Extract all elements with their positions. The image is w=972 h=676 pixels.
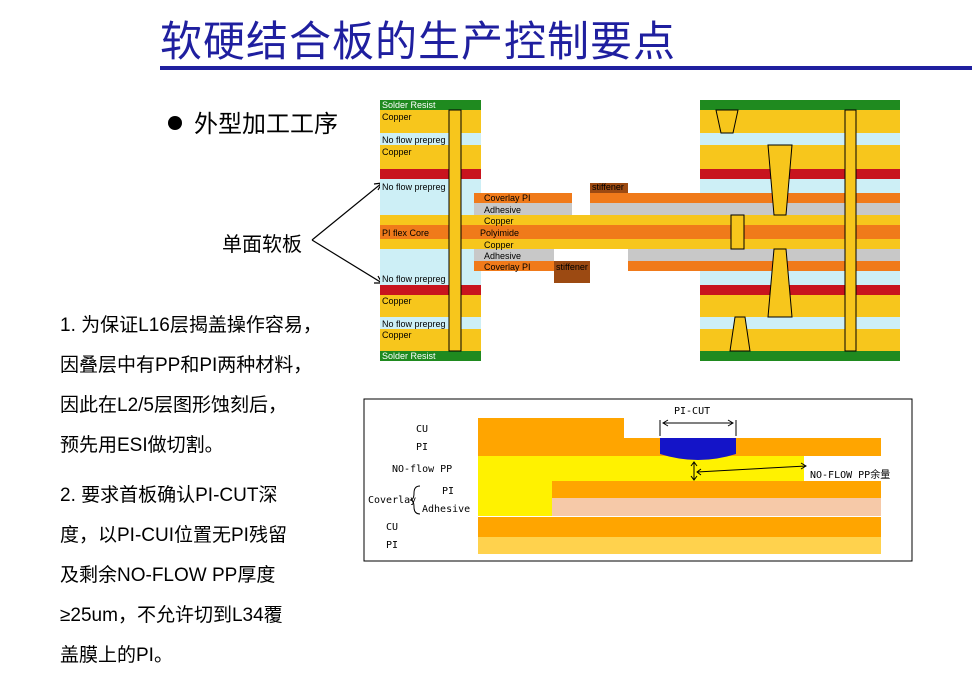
picut-label-pi-top: PI: [416, 442, 428, 453]
label-adhesive-bottom: Adhesive: [484, 251, 521, 261]
bullet-heading: 外型加工工序: [168, 104, 338, 139]
label-coverlay-pi-top: Coverlay PI: [484, 193, 531, 203]
label-coverlay-pi-bottom: Coverlay PI: [484, 262, 531, 272]
label-pi-flex-core: PI flex Core: [382, 228, 429, 238]
label-copper-2: Copper: [382, 147, 412, 157]
label-prepreg-2: No flow prepreg: [382, 182, 446, 192]
picut-label-noflow-pp: NO-flow PP: [392, 464, 452, 475]
label-copper-3: Copper: [382, 296, 412, 306]
picut-callouts: [409, 419, 807, 515]
note-2-line-5: 盖膜上的PI。: [60, 645, 173, 666]
label-copper-center-top: Copper: [484, 216, 514, 226]
label-prepreg-1: No flow prepreg: [382, 135, 446, 145]
picut-label-adhesive: Adhesive: [422, 504, 470, 515]
picut-label-cu-top: CU: [416, 424, 428, 435]
picut-label-cu-bottom: CU: [386, 522, 398, 533]
stackup-right-block: [700, 100, 900, 361]
picut-label-coverlay: Coverlay: [368, 495, 416, 506]
label-copper-center-bottom: Copper: [484, 240, 514, 250]
picut-callout-top: PI-CUT: [674, 406, 710, 417]
note-1-line-2: 因叠层中有PP和PI两种材料，: [60, 355, 313, 376]
label-solder-resist-bottom: Solder Resist: [382, 351, 436, 361]
slide-title: 软硬结合板的生产控制要点: [160, 17, 677, 66]
picut-callout-noflow: NO-FLOW PP余量: [810, 468, 890, 481]
note-1-line-4: 预先用ESI做切割。: [60, 435, 224, 456]
note-2-line-1: 2. 要求首板确认PI-CUT深: [60, 485, 278, 506]
bullet-dot-icon: [168, 115, 182, 130]
picut-label-pi-bottom: PI: [386, 540, 398, 551]
soft-board-arrows: [311, 182, 384, 284]
title-underline: [160, 66, 972, 70]
label-copper-4: Copper: [382, 330, 412, 340]
note-paragraph-2: 2. 要求首板确认PI-CUT深 度，以PI-CUI位置无PI残留 及剩余NO-…: [60, 476, 287, 676]
label-adhesive-top: Adhesive: [484, 205, 521, 215]
label-prepreg-3: No flow prepreg: [382, 274, 446, 284]
note-1-line-1: 1. 为保证L16层揭盖操作容易，: [60, 315, 322, 336]
note-paragraph-1: 1. 为保证L16层揭盖操作容易， 因叠层中有PP和PI两种材料， 因此在L2/…: [60, 306, 322, 466]
note-2-line-2: 度，以PI-CUI位置无PI残留: [60, 525, 287, 546]
label-stiffener-top: stiffener: [592, 182, 624, 192]
label-polyimide: Polyimide: [480, 228, 519, 238]
stackup-center-flex: [474, 183, 708, 283]
label-prepreg-4: No flow prepreg: [382, 319, 446, 329]
label-copper-1: Copper: [382, 112, 412, 122]
label-stiffener-bottom: stiffener: [556, 262, 588, 272]
note-2-line-4: ≥25um，不允许切到L34覆: [60, 605, 283, 626]
picut-diagram: [363, 398, 913, 562]
bullet-heading-text: 外型加工工序: [194, 110, 338, 138]
soft-board-label: 单面软板: [222, 232, 302, 256]
label-solder-resist-top: Solder Resist: [382, 100, 436, 110]
note-1-line-3: 因此在L2/5层图形蚀刻后，: [60, 395, 287, 416]
stackup-left-block: [380, 100, 481, 361]
note-2-line-3: 及剩余NO-FLOW PP厚度: [60, 565, 276, 586]
picut-label-pi-coverlay: PI: [442, 486, 454, 497]
